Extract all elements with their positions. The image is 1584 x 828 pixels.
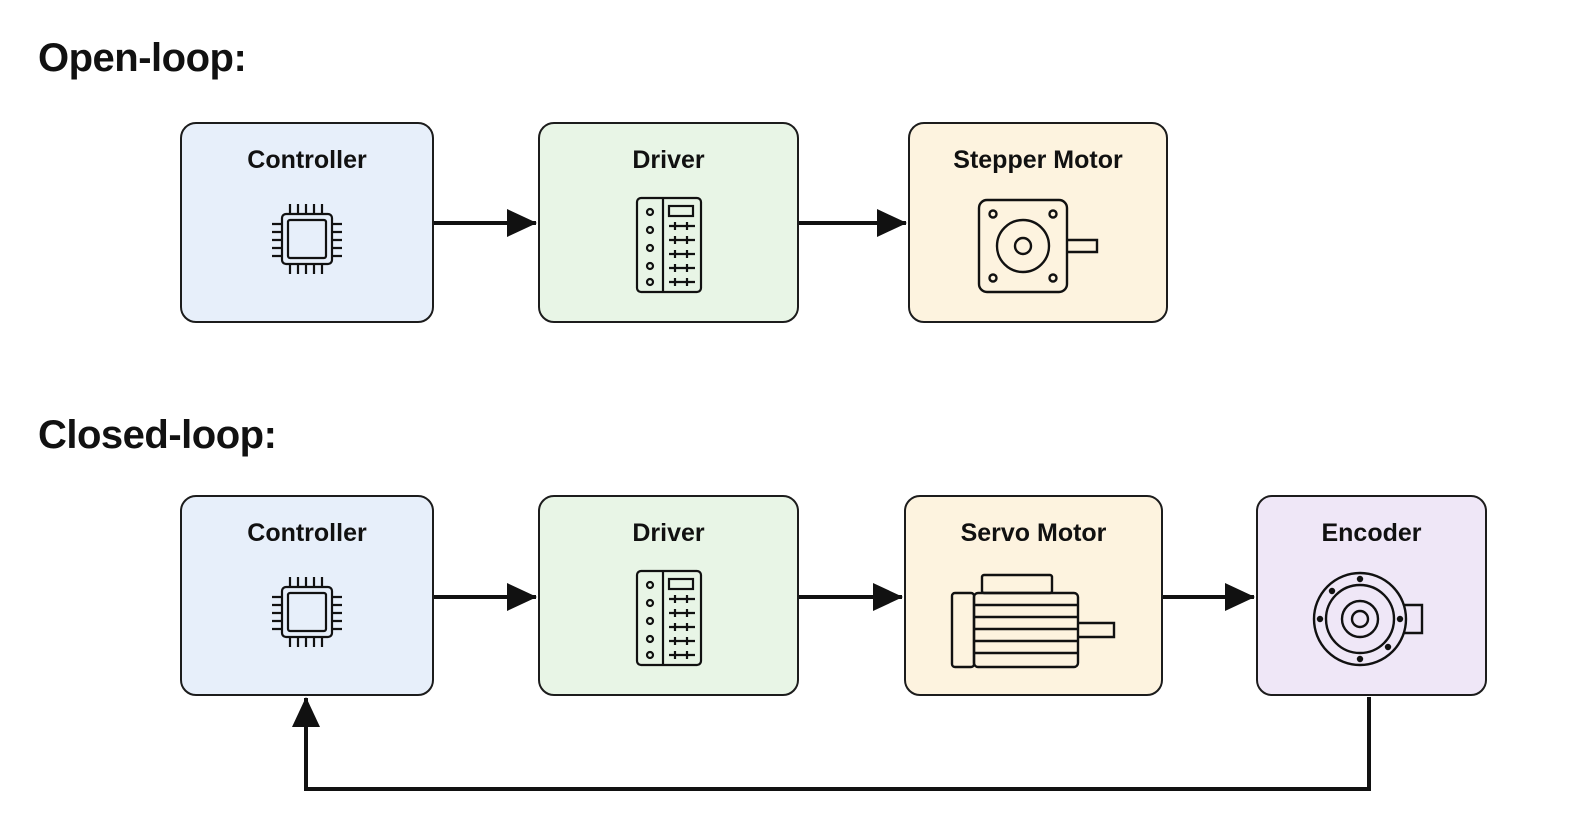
block-label: Driver xyxy=(632,146,705,174)
open-loop-controller-block: Controller xyxy=(180,122,434,323)
closed-loop-servo-motor-block: Servo Motor xyxy=(904,495,1163,696)
closed-loop-title: Closed-loop: xyxy=(38,413,277,457)
encoder-icon xyxy=(1312,571,1423,667)
block-label: Controller xyxy=(247,146,367,174)
closed-loop-driver-block: Driver xyxy=(538,495,799,696)
chip-icon xyxy=(272,577,342,647)
closed-loop-encoder-block: Encoder xyxy=(1256,495,1487,696)
closed-loop-controller-block: Controller xyxy=(180,495,434,696)
open-loop-title: Open-loop: xyxy=(38,36,247,80)
open-loop-stepper-motor-block: Stepper Motor xyxy=(908,122,1168,323)
chip-icon xyxy=(272,204,342,274)
stepper-motor-icon xyxy=(977,198,1099,294)
block-label: Servo Motor xyxy=(960,519,1107,547)
block-label: Driver xyxy=(632,519,705,547)
block-label: Stepper Motor xyxy=(953,146,1123,174)
block-label: Controller xyxy=(247,519,367,547)
driver-board-icon xyxy=(635,196,702,294)
feedback-arrow-encoder-to-controller xyxy=(292,697,1371,791)
servo-motor-icon xyxy=(950,573,1115,669)
driver-board-icon xyxy=(635,569,702,667)
block-label: Encoder xyxy=(1321,519,1422,547)
open-loop-driver-block: Driver xyxy=(538,122,799,323)
